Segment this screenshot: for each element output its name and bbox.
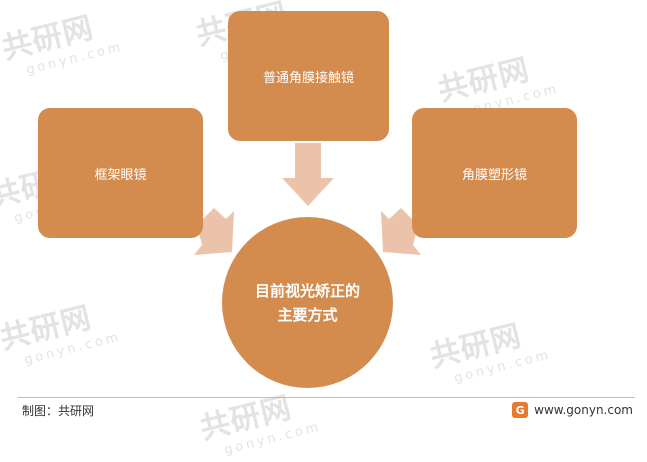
site-url: www.gonyn.com: [534, 403, 633, 417]
center-title-line1: 目前视光矫正的: [254, 281, 360, 300]
arrow-top: [282, 143, 334, 206]
gonyn-logo-icon: G: [512, 402, 529, 418]
box-ortho-k-lens: 角膜塑形镜: [412, 108, 577, 238]
arrow-left: [194, 208, 234, 255]
box-ortho-k-lens-label: 角膜塑形镜: [461, 167, 527, 183]
box-contact-lens-label: 普通角膜接触镜: [262, 70, 354, 86]
source-credit: 制图：共研网: [22, 404, 95, 418]
arrows-layer: [194, 143, 421, 255]
center-circle: 目前视光矫正的 主要方式: [222, 217, 393, 388]
arrow-right: [381, 208, 421, 255]
site-link[interactable]: G www.gonyn.com: [512, 402, 633, 418]
center-title-line2: 主要方式: [277, 305, 338, 324]
box-frame-glasses: 框架眼镜: [38, 108, 203, 238]
footer-divider: [18, 397, 635, 398]
box-contact-lens: 普通角膜接触镜: [228, 11, 389, 141]
box-frame-glasses-label: 框架眼镜: [94, 167, 147, 183]
